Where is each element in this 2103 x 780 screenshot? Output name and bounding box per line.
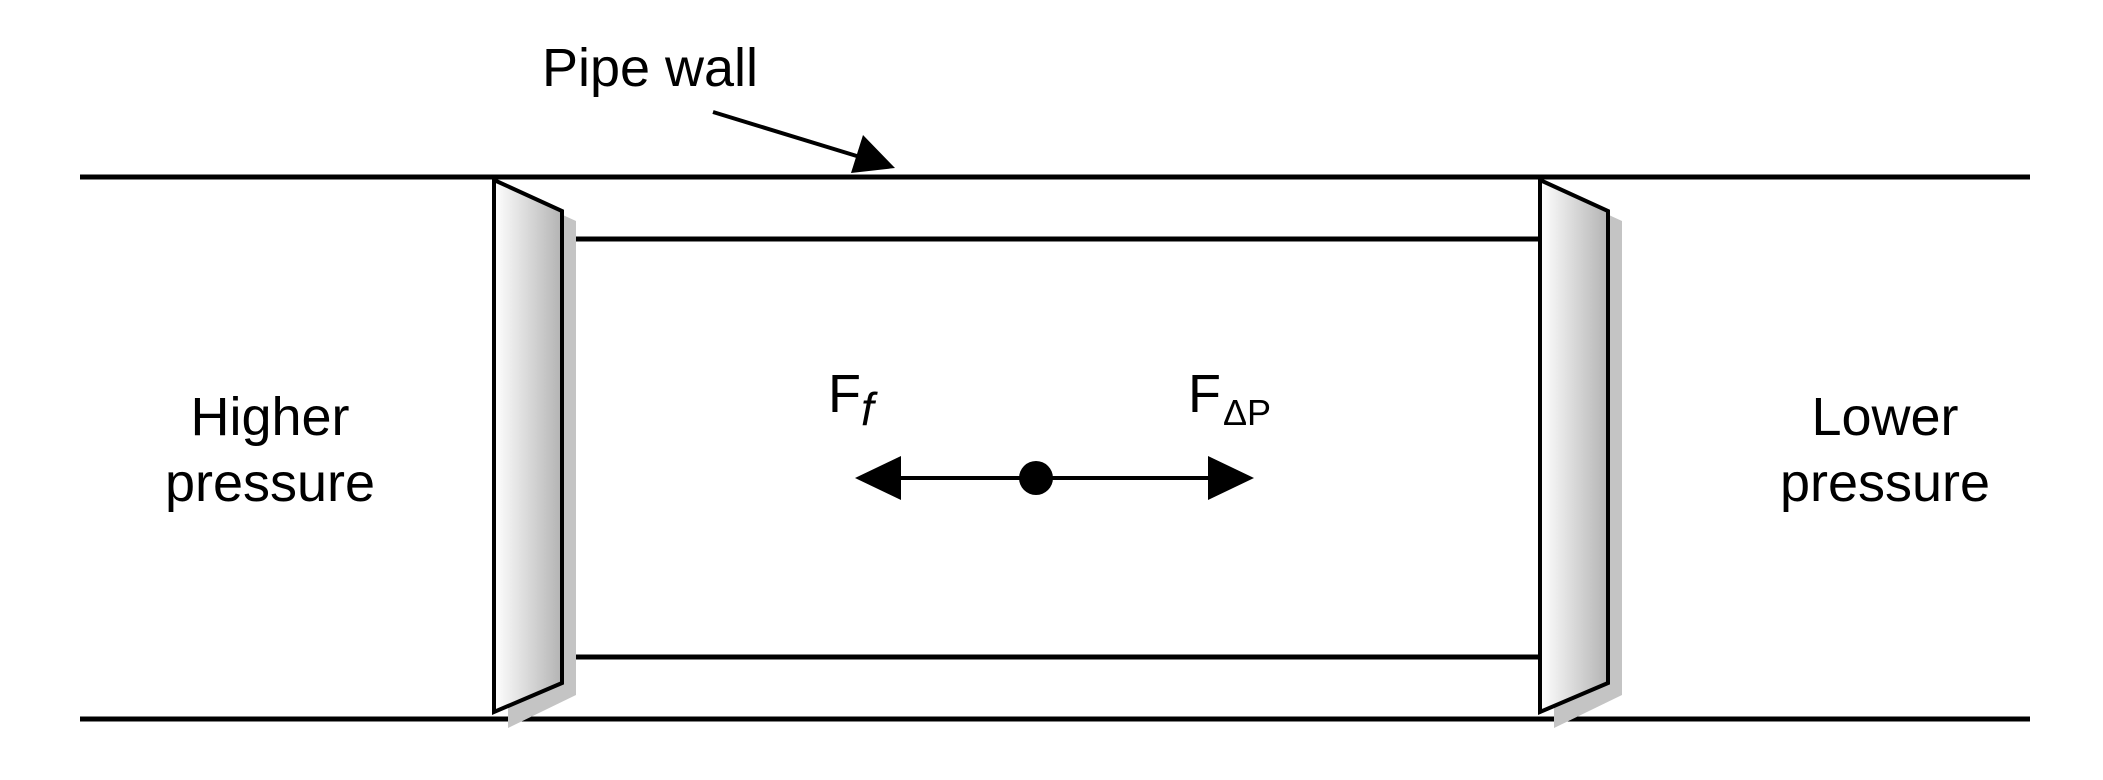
pipe-wall-pointer-line [712,110,861,159]
friction-force-symbol: F [828,364,861,424]
pipe-wall-label: Pipe wall [541,38,759,98]
friction-force-subscript: f [861,382,874,435]
higher-pressure-line1: Higher [190,387,350,447]
left-piston [492,176,564,716]
pressure-force-label: FΔP [1188,362,1271,435]
center-point [1019,461,1053,495]
friction-force-label: Ff [828,362,874,437]
pressure-force-subscript: ΔP [1223,391,1272,433]
lower-pressure-line1: Lower [1811,387,1959,447]
lower-pressure-line2: pressure [1779,452,1991,513]
lower-pressure-label: Lower pressure [1730,385,2040,517]
pressure-force-arrowhead [1208,456,1254,500]
higher-pressure-line2: pressure [164,452,376,513]
friction-force-arrowhead [855,456,901,500]
higher-pressure-label: Higher pressure [115,385,425,517]
right-piston [1538,176,1610,716]
pressure-force-symbol: F [1188,364,1221,424]
pipe-wall-pointer-arrowhead [851,135,895,173]
